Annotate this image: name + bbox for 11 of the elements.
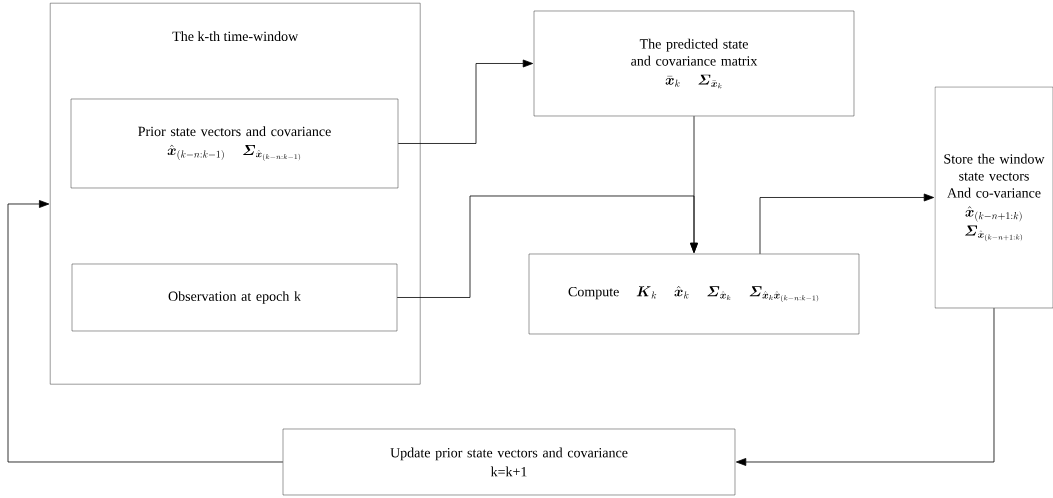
arrow (759, 193, 935, 255)
process-box: Update prior state vectors and covariance k=k+1 (282, 428, 736, 496)
process-box: The predicted state and covariance matrix $\bar{\boldsymbol{x}}_k$ $\boldsymbol{\varSigma}_{\bar{\boldsymbol{x}}_k}$ (533, 10, 855, 117)
process-box: Prior state vectors and covariance $\hat{\boldsymbol{x}}_{(k-n:k-1)}$ $\boldsymbol{\varSigma}_{\hat{\boldsymbol{x}}_{(k-n:k-1)}}$ (70, 98, 399, 189)
arrow (397, 59, 534, 144)
arrow (735, 307, 995, 466)
arrow (396, 195, 698, 298)
process-box: Observation at epoch k (71, 263, 398, 332)
process-box: Compute $\boldsymbol{K}_k$ $\hat{\boldsymbol{x}}_k$ $\boldsymbol{\varSigma}_{\hat{\boldsymbol{x}}_k}$ $\boldsymbol{\varSigma}_{\hat{\boldsymbol{x}}_k\hat{\boldsymbol{x}}_{(k-n:k-1)}}$ (528, 253, 860, 335)
process-box: Store the window state vectors And co-variance $\hat{\boldsymbol{x}}_{(k-n+1:k)}$ $\boldsymbol{\varSigma}_{\hat{\boldsymbol{x}}_{(k-n+1:k)}}$ (934, 86, 1053, 309)
arrow (7, 200, 284, 463)
